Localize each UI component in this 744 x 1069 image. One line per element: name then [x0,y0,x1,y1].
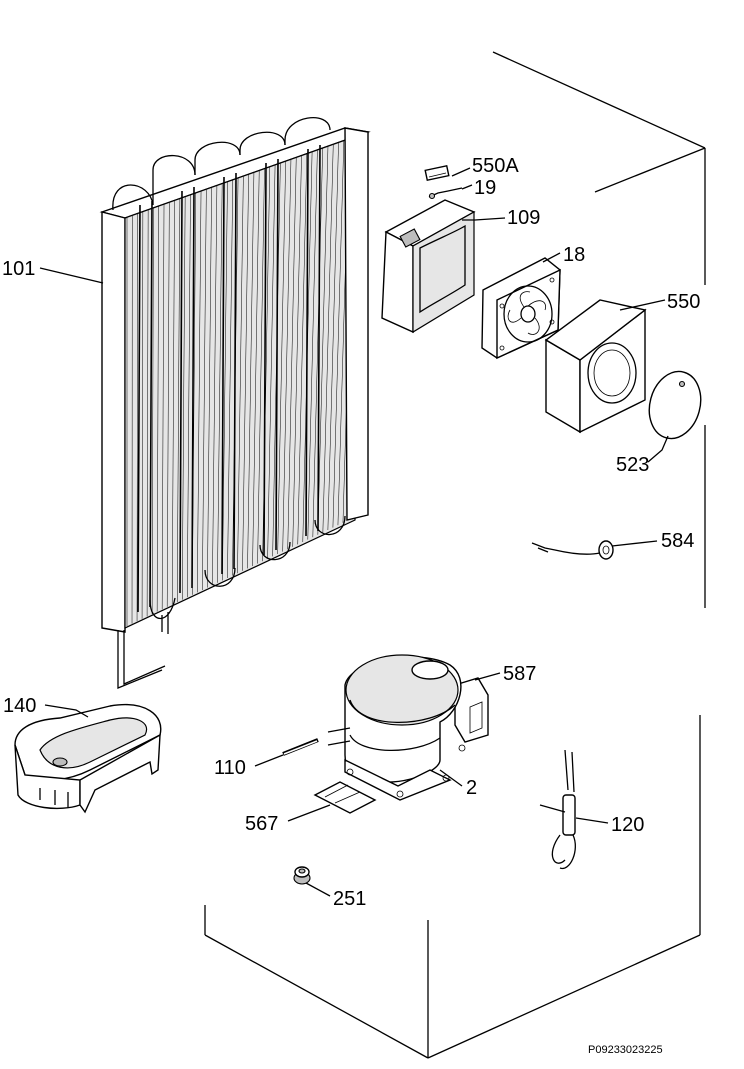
condenser-fin [247,172,255,569]
label-251: 251 [333,888,366,910]
condenser-fin [156,205,159,612]
condenser-fin [252,170,260,567]
label-584: 584 [661,530,694,552]
rubber-grommet [293,866,311,885]
label-523: 523 [616,454,649,476]
condenser-fin [292,155,302,547]
condenser-fin [151,207,154,615]
fan-housing [381,199,476,334]
condenser-fin [257,168,265,564]
condenser-fin [141,211,144,619]
condenser-fin [317,146,329,535]
label-567: 567 [245,813,278,835]
starter-relay [454,677,489,743]
label-550a: 550A [472,155,519,177]
condenser-fin [207,187,212,588]
condenser-fin [197,190,202,593]
label-101: 101 [2,258,35,280]
condenser-fin [171,200,175,605]
condenser-fin [297,153,308,545]
fan [481,257,561,360]
condenser-fin [166,202,170,607]
cabinet-outline [204,51,706,1059]
condenser-fin [312,147,323,538]
condenser-fin [267,164,276,559]
condenser-fin [222,181,228,581]
label-18: 18 [563,244,585,266]
mounting-plate [313,781,377,814]
compressor [327,654,466,801]
part-550a [424,164,450,182]
condenser-fin [287,157,297,550]
condenser-fin [176,198,181,603]
callout-labels: 101 550A 19 109 18 550 523 584 587 140 1… [2,155,700,910]
label-110: 110 [214,757,246,779]
part-19 [428,187,463,200]
condenser-fin [322,144,334,533]
condenser-fin [277,160,286,555]
condenser-tube [137,200,153,613]
condenser-tube [263,158,279,556]
condenser-fin [237,175,244,574]
condenser-tube [221,172,237,575]
label-140: 140 [3,695,36,717]
drawing-code: P09233023225 [588,1044,663,1056]
condenser-fin [242,174,249,571]
thermal-protector [539,749,576,869]
drain-tray [14,704,162,814]
condenser-fin [187,194,191,598]
condenser-tube [179,186,195,594]
condenser [99,117,371,689]
cover-disc [648,370,702,440]
filter-pipe [282,738,319,756]
leader-lines [39,167,669,897]
label-120: 120 [611,814,644,836]
condenser-fin [212,185,218,586]
label-19: 19 [474,177,496,199]
condenser-fin [202,188,207,591]
fan-bracket [544,299,647,434]
condenser-fin [307,149,318,540]
label-109: 109 [507,207,540,229]
condenser-fin [146,209,149,617]
condenser-fin [282,159,292,552]
condenser-fin [327,142,339,531]
condenser-fin [161,203,165,610]
condenser-fin [227,179,234,579]
condenser-fin [217,183,223,583]
condenser-fin [332,140,345,528]
label-2: 2 [466,777,477,799]
wire-grommet [531,540,614,560]
label-550: 550 [667,291,700,313]
condenser-fin [136,213,138,622]
condenser-fin [181,196,186,600]
condenser-tube [305,144,321,537]
label-587: 587 [503,663,536,685]
